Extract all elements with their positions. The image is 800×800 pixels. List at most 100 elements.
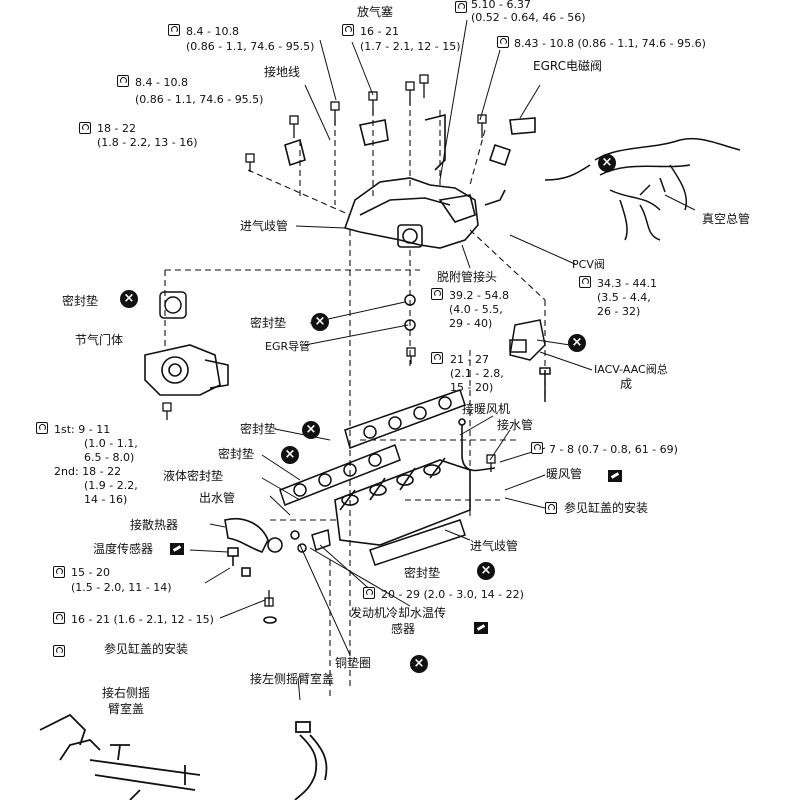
label-torque-2nd: 2nd: 18 - 22	[54, 465, 122, 478]
do-not-reuse-icon: ×	[598, 154, 616, 172]
do-not-reuse-icon: ×	[120, 290, 138, 308]
label-tuofu: 脱附管接头	[437, 270, 498, 284]
torque-wrench-icon	[579, 276, 591, 288]
label-fadongji-2: 感器	[391, 622, 416, 636]
label-jieshuiguan: 接水管	[497, 418, 534, 432]
do-not-reuse-icon: ×	[302, 421, 320, 439]
label-torque-78: 7 - 8 (0.7 - 0.8, 61 - 69)	[549, 443, 678, 456]
rocker-cover-hoses	[39, 713, 328, 800]
label-wenduchuanganqi: 温度传感器	[93, 542, 154, 556]
water-outlet	[224, 518, 300, 624]
label-torque-392: 39.2 - 54.8	[449, 289, 509, 302]
label-jieyoucebi: 接右侧摇	[102, 686, 151, 700]
label-jiesanreqi: 接散热器	[130, 518, 179, 532]
label-jienuanfengji: 接暖风机	[462, 402, 511, 416]
lower-intake-manifold	[334, 457, 471, 546]
gaskets	[159, 291, 466, 566]
label-torque-1520: 15 - 20	[71, 566, 110, 579]
label-torque-2127-c: 15 - 20)	[450, 381, 494, 394]
replace-part-icon	[170, 543, 184, 555]
replace-part-icon	[474, 622, 488, 634]
label-jieyoucebi-2: 臂室盖	[108, 702, 145, 716]
torque-wrench-icon	[168, 24, 180, 36]
label-mifengdian-3: 密封垫	[240, 422, 277, 436]
torque-wrench-icon	[53, 566, 65, 578]
label-torque-2029: 20 - 29 (2.0 - 3.0, 14 - 22)	[381, 588, 524, 601]
iacv-aac-valve	[509, 319, 551, 402]
label-mifengdian-1: 密封垫	[62, 294, 99, 308]
do-not-reuse-icon: ×	[311, 313, 329, 331]
label-torque-84b: 8.4 - 10.8	[135, 76, 188, 89]
label-torque-2nd-b: (1.9 - 2.2,	[84, 479, 138, 492]
label-torque-1822: 18 - 22	[97, 122, 136, 135]
label-torque-1621b: 16 - 21 (1.6 - 2.1, 12 - 15)	[71, 613, 214, 626]
torque-wrench-icon	[53, 645, 65, 657]
torque-wrench-icon	[545, 502, 557, 514]
label-mifengdian-5: 密封垫	[404, 566, 441, 580]
dashed-assembly-lines	[164, 100, 546, 700]
do-not-reuse-icon: ×	[281, 446, 299, 464]
label-torque-392-b: (4.0 - 5.5,	[449, 303, 503, 316]
label-fadongji: 发动机冷却水温传	[350, 606, 447, 620]
do-not-reuse-icon: ×	[477, 562, 495, 580]
label-torque-1621a: 16 - 21	[360, 25, 399, 38]
label-torque-1621a-detail: (1.7 - 2.1, 12 - 15)	[360, 40, 461, 53]
label-torque-343-b: (3.5 - 4.4,	[597, 291, 651, 304]
label-torque-1st-b: (1.0 - 1.1,	[84, 437, 138, 450]
torque-wrench-icon	[342, 24, 354, 36]
torque-wrench-icon	[497, 36, 509, 48]
label-jieqimenti: 节气门体	[75, 333, 124, 347]
label-torque-843: 8.43 - 10.8 (0.86 - 1.1, 74.6 - 95.6)	[514, 37, 706, 50]
label-jinqiqiguan-bottom: 进气歧管	[470, 539, 519, 553]
label-torque-392-c: 29 - 40)	[449, 317, 493, 330]
label-torque-510-detail: (0.52 - 0.64, 46 - 56)	[471, 11, 586, 24]
torque-wrench-icon	[531, 442, 543, 454]
torque-wrench-icon	[455, 1, 467, 13]
label-pcv: PCV阀	[572, 258, 605, 271]
label-jiezuocebi: 接左侧摇臂室盖	[250, 672, 335, 686]
label-chushuiguan: 出水管	[199, 491, 236, 505]
label-zhenkong: 真空总管	[702, 212, 751, 226]
label-torque-343-c: 26 - 32)	[597, 305, 641, 318]
label-torque-84a-detail: (0.86 - 1.1, 74.6 - 95.5)	[186, 40, 315, 53]
replace-part-icon	[608, 470, 622, 482]
label-torque-1st-c: 6.5 - 8.0)	[84, 451, 135, 464]
label-torque-2127: 21 - 27	[450, 353, 489, 366]
do-not-reuse-icon: ×	[568, 334, 586, 352]
torque-wrench-icon	[431, 288, 443, 300]
torque-wrench-icon	[79, 122, 91, 134]
label-iacv-2: 成	[620, 377, 633, 391]
label-iacv: IACV-AAC阀总	[594, 363, 668, 376]
label-nuanfengguan: 暖风管	[546, 467, 583, 481]
label-torque-343: 34.3 - 44.1	[597, 277, 657, 290]
torque-wrench-icon	[117, 75, 129, 87]
label-mifengdian-2: 密封垫	[250, 316, 287, 330]
label-cankaogangai-left: 参见缸盖的安装	[104, 642, 189, 656]
label-torque-510: 5.10 - 6.37	[471, 0, 531, 11]
label-torque-2127-b: (2.1 - 2.8,	[450, 367, 504, 380]
label-torque-2nd-c: 14 - 16)	[84, 493, 128, 506]
torque-wrench-icon	[53, 612, 65, 624]
upper-intake-manifold	[284, 113, 536, 249]
throttle-body	[144, 344, 229, 396]
label-jinqiqiguan-top: 进气歧管	[240, 219, 289, 233]
label-egrdaoguan: EGR导管	[265, 340, 311, 353]
torque-wrench-icon	[431, 352, 443, 364]
label-torque-1st: 1st: 9 - 11	[54, 423, 111, 436]
label-torque-84a: 8.4 - 10.8	[186, 25, 239, 38]
coolant-temp-sensor	[297, 529, 331, 553]
label-jiedixian: 接地线	[264, 65, 301, 79]
bolts	[162, 74, 496, 607]
label-egrc: EGRC电磁阀	[533, 59, 603, 73]
label-cankaogangai-right: 参见缸盖的安装	[564, 501, 649, 515]
heater-pipe	[458, 418, 496, 472]
torque-wrench-icon	[363, 587, 375, 599]
label-torque-1822-detail: (1.8 - 2.2, 13 - 16)	[97, 136, 198, 149]
label-tongdianquan: 铜垫圈	[335, 656, 372, 670]
label-torque-1520-b: (1.5 - 2.0, 11 - 14)	[71, 581, 172, 594]
label-torque-84b-detail: (0.86 - 1.1, 74.6 - 95.5)	[135, 93, 264, 106]
label-yetimifengdian: 液体密封垫	[163, 469, 224, 483]
label-mifengdian-4: 密封垫	[218, 447, 255, 461]
torque-wrench-icon	[36, 422, 48, 434]
